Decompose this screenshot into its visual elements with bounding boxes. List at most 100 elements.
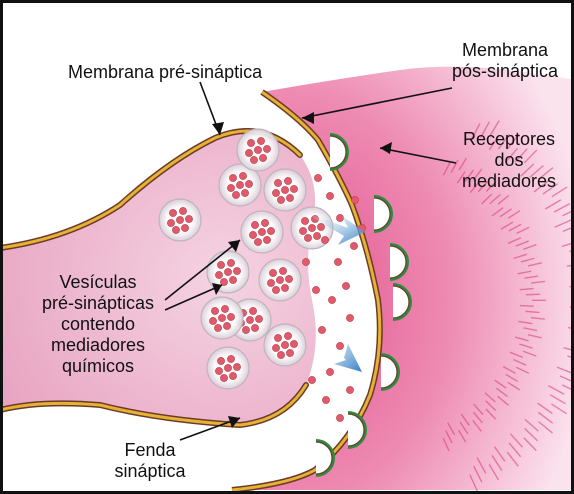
neurotransmitter-dot xyxy=(257,137,264,144)
label-presynaptic-membrane: Membrana pré-sináptica xyxy=(68,62,262,83)
neurotransmitter-dot xyxy=(276,276,283,283)
neurotransmitter-dot xyxy=(233,267,240,274)
neurotransmitter-dot xyxy=(313,232,320,239)
neurotransmitter-dot xyxy=(215,367,222,374)
neurotransmitter-dot xyxy=(281,186,288,193)
neurotransmitter-dot xyxy=(259,154,266,161)
neurotransmitter-dot xyxy=(254,146,261,153)
neurotransmitter-dot xyxy=(233,363,240,370)
neurotransmitter-dot xyxy=(350,242,357,249)
neurotransmitter-dot xyxy=(258,228,265,235)
neurotransmitter-dot xyxy=(314,174,321,181)
label-postsynaptic-membrane-line2: pós-sináptica xyxy=(440,61,570,82)
neurotransmitter-dot xyxy=(274,179,281,186)
neurotransmitter-dot xyxy=(232,191,239,198)
neurotransmitter-dot xyxy=(302,258,309,265)
neurotransmitter-dot xyxy=(251,324,258,331)
label-receptors-line2: dos xyxy=(448,150,570,171)
neurotransmitter-dot xyxy=(255,315,262,322)
neurotransmitter-dot xyxy=(221,305,228,312)
neurotransmitter-dot xyxy=(284,332,291,339)
neurotransmitter-dot xyxy=(242,326,249,333)
neurotransmitter-dot xyxy=(239,172,246,179)
label-vesicles-line2: pré-sinápticas xyxy=(28,293,168,314)
neurotransmitter-dot xyxy=(217,357,224,364)
neurotransmitter-dot xyxy=(286,194,293,201)
neurotransmitter-dot xyxy=(263,236,270,243)
neurotransmitter-dot xyxy=(227,313,234,320)
neurotransmitter-dot xyxy=(285,275,292,282)
neurotransmitter-dot xyxy=(304,234,311,241)
neurotransmitter-dot xyxy=(317,223,324,230)
neurotransmitter-dot xyxy=(167,219,174,226)
neurotransmitter-dot xyxy=(301,217,308,224)
label-cleft-line2: sináptica xyxy=(100,461,200,482)
neurotransmitter-dot xyxy=(169,209,176,216)
neurotransmitter-dot xyxy=(227,259,234,266)
neurotransmitter-dot xyxy=(284,177,291,184)
neurotransmitter-dot xyxy=(224,268,231,275)
neurotransmitter-dot xyxy=(246,316,253,323)
neurotransmitter-dot xyxy=(245,149,252,156)
neurotransmitter-dot xyxy=(272,286,279,293)
neurotransmitter-dot xyxy=(214,324,221,331)
neurotransmitter-dot xyxy=(346,386,353,393)
neurotransmitter-dot xyxy=(218,314,225,321)
neurotransmitter-dot xyxy=(250,156,257,163)
neurotransmitter-dot xyxy=(229,276,236,283)
neurotransmitter-dot xyxy=(328,296,335,303)
neurotransmitter-dot xyxy=(290,340,297,347)
label-vesicles-line1: Vesículas xyxy=(28,272,168,293)
neurotransmitter-dot xyxy=(251,221,258,228)
neurotransmitter-dot xyxy=(336,214,343,221)
neurotransmitter-dot xyxy=(326,192,333,199)
neurotransmitter-dot xyxy=(215,271,222,278)
texture-stroke xyxy=(526,294,540,295)
neurotransmitter-dot xyxy=(334,258,341,265)
neurotransmitter-dot xyxy=(172,226,179,233)
neurotransmitter-dot xyxy=(181,224,188,231)
neurotransmitter-dot xyxy=(308,376,315,383)
neurotransmitter-dot xyxy=(249,231,256,238)
neurotransmitter-dot xyxy=(249,307,256,314)
neurotransmitter-dot xyxy=(351,196,358,203)
label-postsynaptic-membrane-line1: Membrana xyxy=(440,40,570,61)
neurotransmitter-dot xyxy=(277,196,284,203)
neurotransmitter-dot xyxy=(179,207,186,214)
neurotransmitter-dot xyxy=(342,282,349,289)
neurotransmitter-dot xyxy=(272,344,279,351)
neurotransmitter-dot xyxy=(254,238,261,245)
neurotransmitter-dot xyxy=(281,284,288,291)
neurotransmitter-dot xyxy=(326,368,333,375)
label-vesicles-line4: mediadores xyxy=(28,335,168,356)
neurotransmitter-dot xyxy=(229,372,236,379)
texture-stroke xyxy=(520,306,534,307)
neurotransmitter-dot xyxy=(336,342,343,349)
neurotransmitter-dot xyxy=(312,286,319,293)
neurotransmitter-dot xyxy=(223,322,230,329)
neurotransmitter-dot xyxy=(299,227,306,234)
neurotransmitter-dot xyxy=(245,180,252,187)
neurotransmitter-dot xyxy=(220,374,227,381)
neurotransmitter-dot xyxy=(227,184,234,191)
neurotransmitter-dot xyxy=(277,351,284,358)
neurotransmitter-dot xyxy=(176,216,183,223)
neurotransmitter-dot xyxy=(236,181,243,188)
neurotransmitter-dot xyxy=(224,364,231,371)
neurotransmitter-dot xyxy=(267,227,274,234)
neurotransmitter-dot xyxy=(263,145,270,152)
label-vesicles-line3: contendo xyxy=(28,314,168,335)
neurotransmitter-dot xyxy=(261,219,268,226)
neurotransmitter-dot xyxy=(272,189,279,196)
neurotransmitter-dot xyxy=(209,317,216,324)
neurotransmitter-dot xyxy=(321,236,328,243)
neurotransmitter-dot xyxy=(322,396,329,403)
label-vesicles-line5: químicos xyxy=(28,356,168,377)
neurotransmitter-dot xyxy=(346,314,353,321)
neurotransmitter-dot xyxy=(227,355,234,362)
neurotransmitter-dot xyxy=(247,139,254,146)
neurotransmitter-dot xyxy=(336,414,343,421)
neurotransmitter-dot xyxy=(185,215,192,222)
neurotransmitter-dot xyxy=(211,307,218,314)
